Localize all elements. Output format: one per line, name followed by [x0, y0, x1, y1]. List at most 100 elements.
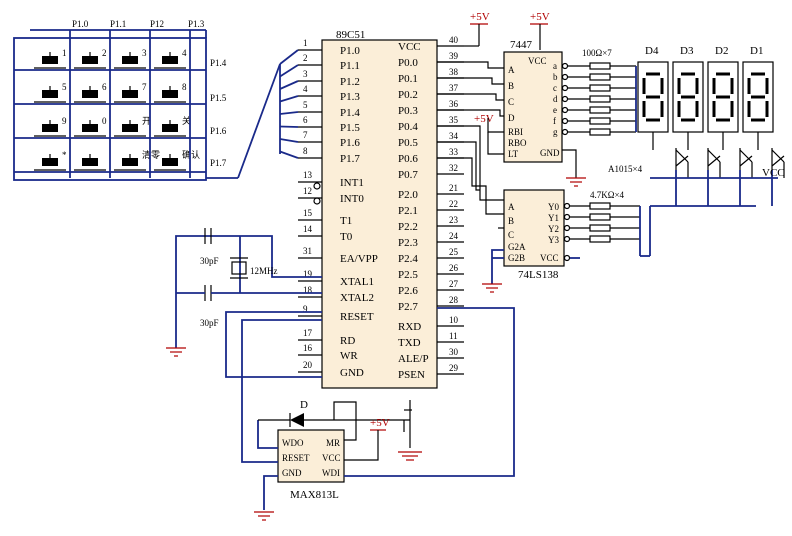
keypad-key: 4	[154, 48, 187, 69]
mcu-pin-name: EA/VPP	[340, 253, 378, 265]
power-label: +5V	[530, 11, 550, 23]
mcu-pin-number: 21	[449, 183, 458, 193]
seven-segment-display: D4	[637, 45, 669, 150]
keypad-col-label: P1.1	[110, 19, 126, 29]
pin-label: RBO	[508, 138, 527, 148]
mcu-pin-name: P0.2	[398, 89, 418, 101]
mcu-pin-name: P1.6	[340, 137, 360, 149]
svg-text:5: 5	[62, 82, 67, 92]
svg-text:9: 9	[62, 116, 67, 126]
resistor-icon	[589, 128, 611, 136]
resistor-icon	[589, 224, 611, 232]
segment-output-label: g	[553, 127, 558, 137]
mcu-pin-name: P0.6	[398, 153, 418, 165]
mcu-pin-name: P1.0	[340, 45, 360, 57]
resistor-icon	[589, 73, 611, 81]
mcu-pin-name: P0.1	[398, 73, 418, 85]
mcu-pin-name: P1.5	[340, 122, 360, 134]
pin-label: Y0	[548, 202, 559, 212]
transistor-array: A1015×4 VCC	[608, 148, 785, 206]
pin-label: Y3	[548, 235, 559, 245]
mcu-pin-number: 3	[303, 69, 308, 79]
segment-output-label: f	[553, 116, 556, 126]
mcu-pin-name: TXD	[398, 337, 421, 349]
svg-text:6: 6	[102, 82, 107, 92]
mcu-pin-number: 28	[449, 295, 459, 305]
pin-label: B	[508, 216, 514, 226]
mcu-pin-number: 6	[303, 115, 308, 125]
svg-text:2: 2	[102, 48, 107, 58]
pin-label: RBI	[508, 127, 523, 137]
segment-output-label: a	[553, 61, 557, 71]
keypad-key: *	[34, 150, 67, 171]
mcu-pin-name: P0.4	[398, 121, 418, 133]
mcu-pin-name: P2.1	[398, 205, 418, 217]
keypad-col-label: P12	[150, 19, 164, 29]
pin-label: A	[508, 202, 515, 212]
mcu-pin-name: RD	[340, 335, 355, 347]
keypad-key: 关	[154, 115, 191, 137]
seven-segment-display: D3	[672, 45, 704, 150]
mcu-pin-number: 4	[303, 84, 308, 94]
svg-text:8: 8	[182, 82, 187, 92]
keypad-key: 0	[74, 116, 107, 137]
keypad-row-label: P1.5	[210, 93, 227, 103]
mcu-pin-number: 14	[303, 224, 313, 234]
decoder7447-body	[503, 51, 563, 163]
resistor-icon	[589, 202, 611, 210]
keypad-row-label: P1.4	[210, 58, 227, 68]
power-label: +5V	[370, 417, 390, 429]
power-5v-b: +5V	[530, 11, 550, 50]
pin-label: Y2	[548, 224, 559, 234]
mcu-pin-number: 34	[449, 131, 459, 141]
pin-label: C	[508, 97, 514, 107]
mcu-pin-number: 19	[303, 269, 313, 279]
pin-label: WDO	[282, 438, 304, 448]
keypad-key: 8	[154, 82, 187, 103]
keypad-key: 清零	[114, 149, 160, 171]
seven-segment-display: D2	[707, 45, 739, 150]
mcu-pin-number: 2	[303, 53, 308, 63]
capacitor-label: 30pF	[200, 256, 219, 266]
resistor-icon	[589, 84, 611, 92]
pin-label: C	[508, 230, 514, 240]
svg-text:4: 4	[182, 48, 187, 58]
keypad-key: 3	[114, 48, 147, 69]
svg-text:1: 1	[62, 48, 67, 58]
mcu-pin-name: XTAL2	[340, 292, 374, 304]
oscillator-circuit: 30pF 12MHz 30pF	[166, 228, 322, 378]
mcu-pin-name: P0.5	[398, 137, 418, 149]
pin-label: GND	[540, 148, 560, 158]
mcu-pin-number: 33	[449, 147, 459, 157]
mcu-pin-name: GND	[340, 367, 364, 379]
mcu-pin-number: 31	[303, 246, 312, 256]
mcu-pin-number: 1	[303, 38, 308, 48]
mcu-pin-number: 40	[449, 35, 459, 45]
keypad-col-label: P1.3	[188, 19, 205, 29]
vcc-label: VCC	[762, 167, 785, 179]
transistor-icon	[771, 148, 785, 206]
power-5v-a: +5V	[464, 11, 490, 47]
mcu-pin-number: 17	[303, 328, 313, 338]
mcu-89c51: 89C51 1P1.02P1.13P1.24P1.35P1.46P1.57P1.…	[279, 29, 464, 389]
mcu-pin-number: 18	[303, 285, 313, 295]
keypad-key: 5	[34, 82, 67, 103]
keypad-row-label: P1.7	[210, 158, 227, 168]
display-label: D1	[750, 45, 763, 57]
mcu-pin-number: 5	[303, 100, 308, 110]
mcu-pin-number: 27	[449, 279, 459, 289]
mcu-pin-number: 22	[449, 199, 458, 209]
mcu-pin-name: P2.4	[398, 253, 418, 265]
mcu-pin-name: INT1	[340, 177, 364, 189]
mcu-pin-number: 9	[303, 304, 308, 314]
decoder-7447: 7447 A B C D RBI RBO LT VCC GND abcdefg …	[437, 39, 586, 187]
mcu-pin-name: P2.2	[398, 221, 418, 233]
crystal-label: 12MHz	[250, 266, 278, 276]
keypad-key: 6	[74, 82, 107, 103]
mcu-pin-name: P1.2	[340, 76, 360, 88]
mcu-pin-name: PSEN	[398, 369, 425, 381]
keypad-key: 确认	[154, 149, 200, 171]
keypad-key: 1	[34, 48, 67, 69]
